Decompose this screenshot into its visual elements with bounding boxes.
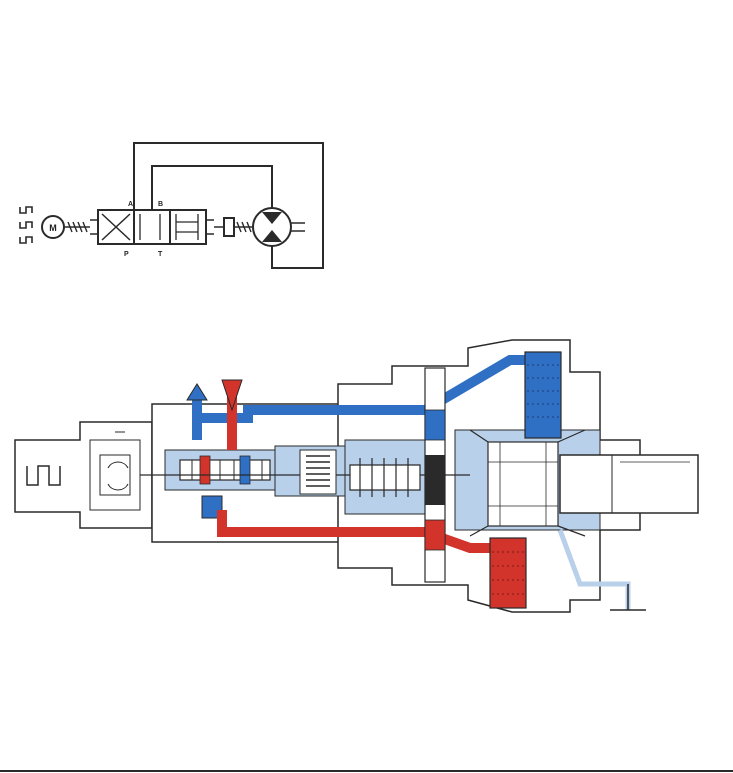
port-label-b: B (158, 201, 163, 208)
output-shaft (559, 454, 699, 514)
return-line (192, 355, 525, 440)
pressure-arrow (221, 379, 243, 412)
port-label-t: T (158, 251, 163, 258)
swash-piston-lower (489, 537, 527, 609)
pulse-input-symbol (19, 206, 33, 244)
screw-spindle (64, 221, 90, 233)
line-b (151, 165, 273, 210)
motor-label: M (49, 223, 57, 233)
cylinder-block (487, 441, 559, 527)
line-a (133, 142, 324, 269)
hydraulic-schematic: M A B P T (19, 142, 324, 269)
feedback-gear (349, 458, 421, 497)
feedback-nut (223, 217, 235, 237)
cutaway-drawing (14, 339, 699, 613)
valve-spool (179, 459, 271, 481)
feedback-spring (306, 455, 330, 487)
return-arrow (186, 383, 208, 401)
port-label-p: P (124, 251, 129, 258)
port-label-a: A (128, 201, 133, 208)
tank-symbol (610, 584, 646, 611)
valve-body (97, 209, 207, 245)
pulse-waveform (26, 465, 61, 486)
coupling-detail (89, 431, 141, 511)
feedback-screw (234, 221, 252, 233)
stepper-motor-housing (14, 421, 153, 529)
swash-piston-upper (524, 351, 562, 439)
